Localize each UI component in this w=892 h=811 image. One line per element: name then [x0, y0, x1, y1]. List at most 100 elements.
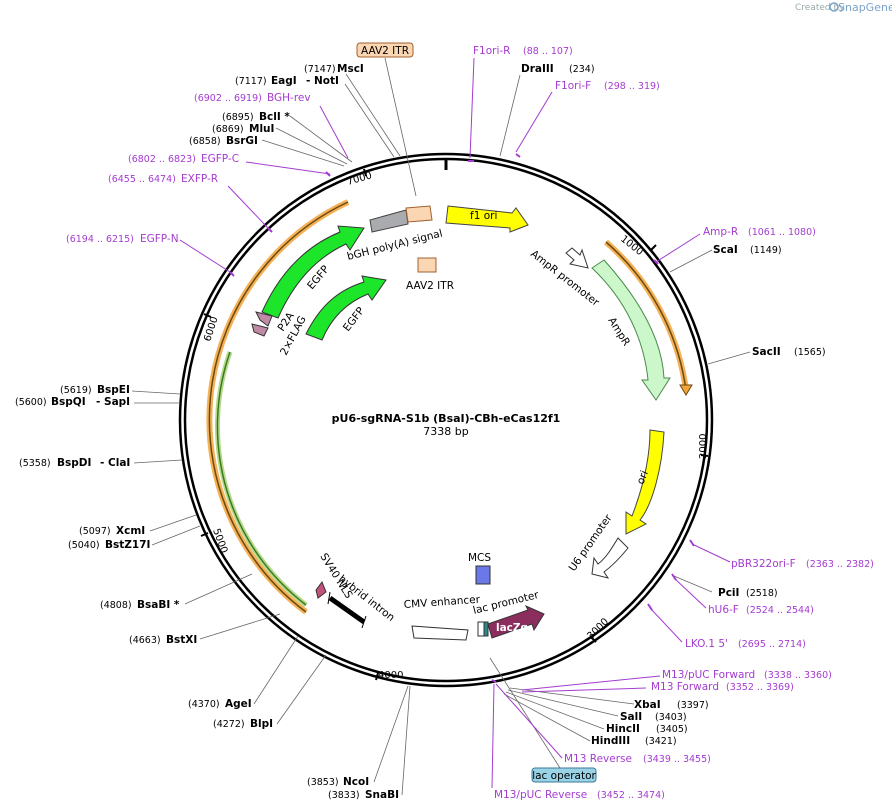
bgh-feature[interactable] — [369, 209, 409, 233]
ori-feature[interactable] — [625, 429, 665, 535]
primer-bgh-rev[interactable]: BGH-rev — [267, 92, 311, 104]
enzyme-blpI[interactable]: BlpI — [250, 718, 273, 730]
enzyme-scaI-pos: (1149) — [750, 245, 782, 256]
lac-operator-feature[interactable] — [483, 621, 489, 637]
primer-m13-forward-range: (3352 .. 3369) — [726, 682, 794, 693]
enzyme-bstXI[interactable]: BstXI — [166, 634, 197, 646]
ampr-label: AmpR — [605, 315, 632, 348]
enzyme-notI[interactable]: - NotI — [306, 75, 339, 87]
enzyme-ageI[interactable]: AgeI — [225, 698, 252, 710]
enzyme-bspDI[interactable]: BspDI — [57, 457, 91, 469]
aav2-itr-box[interactable] — [356, 42, 414, 58]
tick-1000-mark — [649, 244, 657, 252]
tick-6000-mark — [203, 313, 212, 318]
leader-f1ori-r — [469, 57, 475, 159]
cmv-enhancer-feature[interactable] — [411, 625, 469, 641]
ampr-promoter-feature[interactable] — [565, 247, 589, 269]
tick-2000: 2000 — [698, 434, 709, 459]
enzyme-hincII[interactable]: HincII — [606, 723, 640, 735]
enzyme-claI[interactable]: - ClaI — [100, 457, 130, 469]
aav2-itr-inner-feature[interactable] — [417, 257, 437, 273]
primer-m13puc-forward-range: (3338 .. 3360) — [764, 670, 832, 681]
sv40-nls-feature[interactable] — [315, 580, 327, 599]
tick-5000-mark — [200, 532, 209, 537]
f1-ori-feature[interactable] — [445, 205, 529, 233]
p2a-feature[interactable] — [255, 311, 273, 327]
leader-salI — [507, 689, 619, 717]
leader-sacII — [707, 351, 751, 365]
primer-hu6-f[interactable]: hU6-F — [708, 604, 739, 616]
u6-promoter-feature[interactable] — [591, 537, 629, 579]
primer-m13puc-reverse[interactable]: M13/pUC Reverse — [494, 789, 587, 801]
enzyme-salI[interactable]: SalI — [620, 711, 642, 723]
primer-exfp-r[interactable]: EXFP-R — [181, 173, 218, 185]
tick-3000-mark — [590, 636, 597, 643]
leader-notI — [344, 83, 395, 158]
leader-snaBI — [401, 685, 411, 796]
lacz-feature[interactable] — [487, 604, 545, 639]
enzyme-bspQI[interactable]: BspQI — [51, 396, 86, 408]
enzyme-pciI[interactable]: PciI — [718, 587, 739, 599]
ptick-amp-r — [653, 259, 659, 265]
enzyme-scaI[interactable]: ScaI — [713, 244, 738, 256]
leader-bstZ17I — [151, 525, 201, 546]
enzyme-bclI[interactable]: BclI * — [259, 111, 290, 123]
ptick-m13 — [491, 679, 497, 683]
primer-egfp-c[interactable]: EGFP-C — [201, 153, 239, 165]
enzyme-eagI[interactable]: EagI — [271, 75, 297, 87]
enzyme-pciI-pos: (2518) — [746, 588, 778, 599]
leader-bstXI — [199, 613, 281, 640]
enzyme-xcmI[interactable]: XcmI — [116, 525, 145, 537]
hybrid-intron-feature[interactable] — [328, 595, 366, 625]
primer-egfp-n[interactable]: EGFP-N — [140, 233, 179, 245]
primer-amp-r[interactable]: Amp-R — [703, 226, 738, 238]
primer-m13puc-forward[interactable]: M13/pUC Forward — [662, 669, 755, 681]
primer-f1ori-r[interactable]: F1ori-R — [473, 45, 510, 57]
enzyme-xbaI-pos: (3397) — [677, 700, 709, 711]
enzyme-mscI[interactable]: MscI — [337, 63, 364, 75]
leader-bsaBI — [184, 573, 253, 605]
enzyme-mluI[interactable]: MluI — [249, 123, 274, 135]
primer-m13-reverse[interactable]: M13 Reverse — [564, 753, 632, 765]
enzyme-snaBI-pos: (3833) — [328, 790, 360, 801]
leader-xcmI — [149, 514, 197, 532]
egfp-inner-feature[interactable] — [305, 275, 387, 341]
leader-bclI — [289, 115, 353, 163]
aav2-itr-feature[interactable] — [405, 205, 433, 223]
ampr-feature[interactable] — [591, 259, 671, 401]
enzyme-draIII[interactable]: DraIII — [521, 63, 554, 75]
enzyme-bstZ17I[interactable]: BstZ17I — [105, 539, 150, 551]
enzyme-bsaBI-pos: (4808) — [100, 600, 132, 611]
enzyme-bspEI-pos: (5619) — [60, 385, 92, 396]
primer-m13puc-reverse-range: (3452 .. 3474) — [597, 790, 665, 801]
leader-egfp-n — [179, 239, 231, 273]
enzyme-ncoI[interactable]: NcoI — [343, 776, 369, 788]
primer-m13-forward[interactable]: M13 Forward — [651, 681, 719, 693]
primer-bgh-rev-range: (6902 .. 6919) — [194, 93, 262, 104]
primer-pbr322ori-f[interactable]: pBR322ori-F — [731, 558, 796, 570]
leader-aav2-itr — [384, 57, 417, 197]
enzyme-hindIII[interactable]: HindIII — [591, 735, 630, 747]
leader-m13-rev — [495, 683, 563, 759]
leader-bsrgI — [261, 139, 345, 167]
mcs-feature[interactable] — [475, 565, 491, 585]
primer-lko[interactable]: LKO.1 5' — [685, 638, 728, 650]
egfp-outer-feature[interactable] — [261, 225, 365, 319]
enzyme-xbaI[interactable]: XbaI — [634, 699, 661, 711]
leader-f1ori-f — [515, 91, 553, 153]
lac-operator-box[interactable] — [531, 767, 597, 783]
enzyme-bspEI[interactable]: BspEI — [97, 384, 130, 396]
enzyme-sacII[interactable]: SacII — [752, 346, 781, 358]
plasmid-name: pU6-sgRNA-S1b (BsaI)-CBh-eCas12f1 — [332, 412, 561, 425]
enzyme-snaBI[interactable]: SnaBI — [365, 789, 399, 801]
enzyme-ageI-pos: (4370) — [188, 699, 220, 710]
enzyme-sapI[interactable]: - SapI — [96, 396, 130, 408]
created-by-text: Created by — [795, 3, 845, 13]
lac-promoter-feature[interactable] — [477, 621, 485, 637]
ptick-egfp-c — [325, 171, 331, 177]
flag-feature[interactable] — [251, 323, 269, 337]
primer-f1ori-f[interactable]: F1ori-F — [555, 80, 591, 92]
enzyme-xcmI-pos: (5097) — [79, 526, 111, 537]
enzyme-bsrgI[interactable]: BsrGI — [226, 135, 258, 147]
enzyme-bsaBI[interactable]: BsaBI * — [137, 599, 180, 611]
